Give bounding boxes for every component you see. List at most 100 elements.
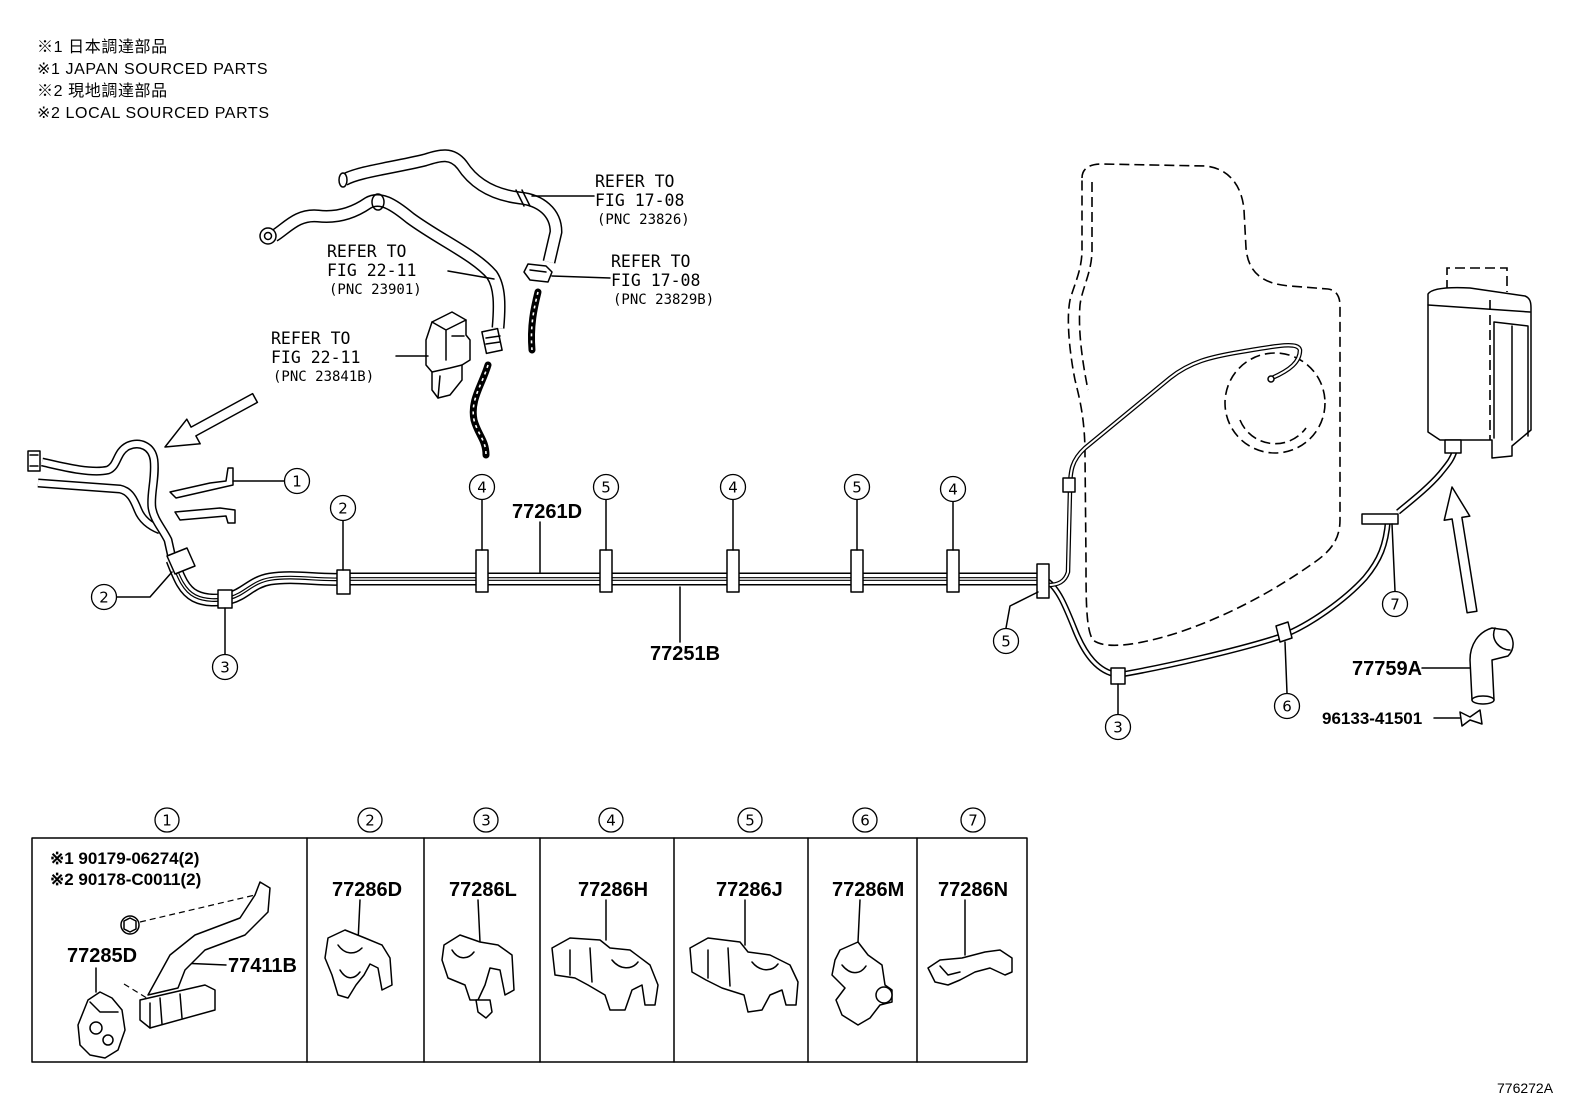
note-local-en: ※2 LOCAL SOURCED PARTS bbox=[37, 105, 270, 122]
clip-2-left bbox=[166, 547, 196, 575]
svg-text:77286J: 77286J bbox=[716, 879, 783, 901]
callout-5-a: 5 bbox=[592, 473, 620, 501]
detail-panel-clip-77286j: 77286J bbox=[689, 879, 799, 1013]
upper-hose-23901 bbox=[259, 193, 502, 355]
svg-text:FIG 22-11: FIG 22-11 bbox=[327, 261, 416, 280]
clamp-77285d-icon bbox=[77, 991, 126, 1059]
clip-4-a bbox=[475, 549, 489, 593]
svg-text:6: 6 bbox=[860, 812, 870, 830]
svg-text:5: 5 bbox=[745, 812, 755, 830]
detail-header-1: 1 bbox=[154, 807, 180, 833]
refer-label-pnc-23826: REFER TO FIG 17-08 (PNC 23826) bbox=[531, 172, 690, 228]
detail-header-7: 7 bbox=[960, 807, 986, 833]
figure-id: 776272A bbox=[1497, 1080, 1554, 1096]
svg-text:3: 3 bbox=[1113, 719, 1123, 737]
svg-text:(PNC 23829B): (PNC 23829B) bbox=[613, 292, 714, 308]
clips-main bbox=[166, 513, 1399, 685]
svg-text:FIG 22-11: FIG 22-11 bbox=[271, 348, 360, 367]
clamp-77285d-label: 77285D bbox=[67, 945, 137, 967]
bolt-local-label: ※2 90178-C0011(2) bbox=[50, 870, 201, 889]
detail-header-4: 4 bbox=[598, 807, 624, 833]
svg-text:FIG 17-08: FIG 17-08 bbox=[611, 271, 700, 290]
callout-4-b: 4 bbox=[719, 473, 747, 501]
detail-header-6: 6 bbox=[852, 807, 878, 833]
svg-text:REFER TO: REFER TO bbox=[271, 329, 350, 348]
source-notes: ※1 日本調達部品 ※1 JAPAN SOURCED PARTS ※2 現地調達… bbox=[37, 38, 270, 122]
svg-text:6: 6 bbox=[1282, 698, 1292, 716]
clip-7 bbox=[1361, 513, 1399, 525]
svg-text:2: 2 bbox=[99, 589, 109, 607]
svg-text:7: 7 bbox=[968, 812, 978, 830]
tube-77261d-label: 77261D bbox=[512, 501, 582, 573]
bracket-77411b-icon bbox=[139, 881, 271, 1029]
callout-3-a: 3 bbox=[211, 653, 239, 681]
note-local-jp: ※2 現地調達部品 bbox=[37, 82, 168, 100]
svg-text:77286H: 77286H bbox=[578, 879, 648, 901]
fuel-tank-outline bbox=[1067, 163, 1341, 647]
svg-text:77251B: 77251B bbox=[650, 643, 720, 665]
tube-77251b-label: 77251B bbox=[650, 586, 720, 665]
clip-4-c bbox=[946, 549, 960, 593]
detail-panel-clip-77286h: 77286H bbox=[551, 879, 659, 1011]
svg-text:77261D: 77261D bbox=[512, 501, 582, 523]
callout-7: 7 bbox=[1381, 590, 1409, 618]
svg-text:5: 5 bbox=[1001, 633, 1011, 651]
callout-1: 1 bbox=[283, 467, 311, 495]
svg-text:1: 1 bbox=[162, 812, 172, 830]
svg-text:4: 4 bbox=[477, 479, 487, 497]
callout-5-b: 5 bbox=[843, 473, 871, 501]
svg-text:2: 2 bbox=[338, 500, 348, 518]
svg-text:(PNC 23841B): (PNC 23841B) bbox=[273, 369, 374, 385]
left-end-tubes bbox=[27, 444, 172, 558]
clip-4-b bbox=[726, 549, 740, 593]
clip-6 bbox=[1275, 621, 1293, 643]
detail-header-3: 3 bbox=[473, 807, 499, 833]
callout-3-b: 3 bbox=[1104, 713, 1132, 741]
callout-4-a: 4 bbox=[468, 473, 496, 501]
refer-label-pnc-23841b: REFER TO FIG 22-11 (PNC 23841B) bbox=[271, 329, 429, 385]
clip-5-b bbox=[850, 549, 864, 593]
svg-text:4: 4 bbox=[948, 481, 958, 499]
note-japan-en: ※1 JAPAN SOURCED PARTS bbox=[37, 61, 268, 78]
clip-2 bbox=[336, 569, 351, 595]
clip-3-left bbox=[217, 589, 233, 609]
detail-table-frame bbox=[31, 837, 1028, 1063]
svg-text:(PNC 23826): (PNC 23826) bbox=[597, 212, 690, 228]
svg-text:REFER TO: REFER TO bbox=[595, 172, 674, 191]
svg-text:77286D: 77286D bbox=[332, 879, 402, 901]
detail-table: 1 2 3 4 5 6 7 ※1 90179-06274(2) ※2 90178… bbox=[31, 807, 1028, 1063]
svg-text:REFER TO: REFER TO bbox=[327, 242, 406, 261]
callout-2-a: 2 bbox=[329, 494, 357, 522]
detail-panel-clip-77286n: 77286N bbox=[927, 879, 1013, 986]
detail-header-5: 5 bbox=[737, 807, 763, 833]
clamp-96133-label: 96133-41501 bbox=[1322, 709, 1422, 728]
hose-clamp-96133 bbox=[1433, 709, 1483, 727]
clip-5-a bbox=[599, 549, 613, 593]
hose-77759a-label: 77759A bbox=[1352, 658, 1422, 680]
svg-text:1: 1 bbox=[292, 473, 302, 491]
svg-text:3: 3 bbox=[481, 812, 491, 830]
nut-icon bbox=[120, 915, 140, 935]
clip-3-right bbox=[1110, 667, 1126, 685]
svg-text:REFER TO: REFER TO bbox=[611, 252, 690, 271]
detail-panel-clip-77286l: 77286L bbox=[441, 879, 517, 1019]
detail-panel-bracket: ※1 90179-06274(2) ※2 90178-C0011(2) 7728… bbox=[50, 849, 297, 1059]
callout-5-c: 5 bbox=[992, 627, 1020, 655]
view-arrow-right bbox=[1443, 486, 1478, 614]
svg-text:4: 4 bbox=[728, 479, 738, 497]
detail-panel-clip-77286m: 77286M bbox=[831, 879, 904, 1026]
hose-segment-lower bbox=[473, 292, 538, 455]
callout-leaders bbox=[116, 480, 1396, 715]
svg-text:FIG 17-08: FIG 17-08 bbox=[595, 191, 684, 210]
upper-hose-23826 bbox=[339, 156, 556, 262]
note-japan-jp: ※1 日本調達部品 bbox=[37, 38, 168, 56]
charcoal-canister bbox=[1427, 267, 1532, 459]
svg-text:5: 5 bbox=[601, 479, 611, 497]
tube-bracket-left bbox=[169, 467, 236, 524]
svg-text:3: 3 bbox=[220, 659, 230, 677]
refer-label-pnc-23901: REFER TO FIG 22-11 (PNC 23901) bbox=[327, 242, 495, 298]
svg-text:77286L: 77286L bbox=[449, 879, 517, 901]
svg-text:7: 7 bbox=[1390, 596, 1400, 614]
tank-return-tube bbox=[1048, 345, 1300, 585]
